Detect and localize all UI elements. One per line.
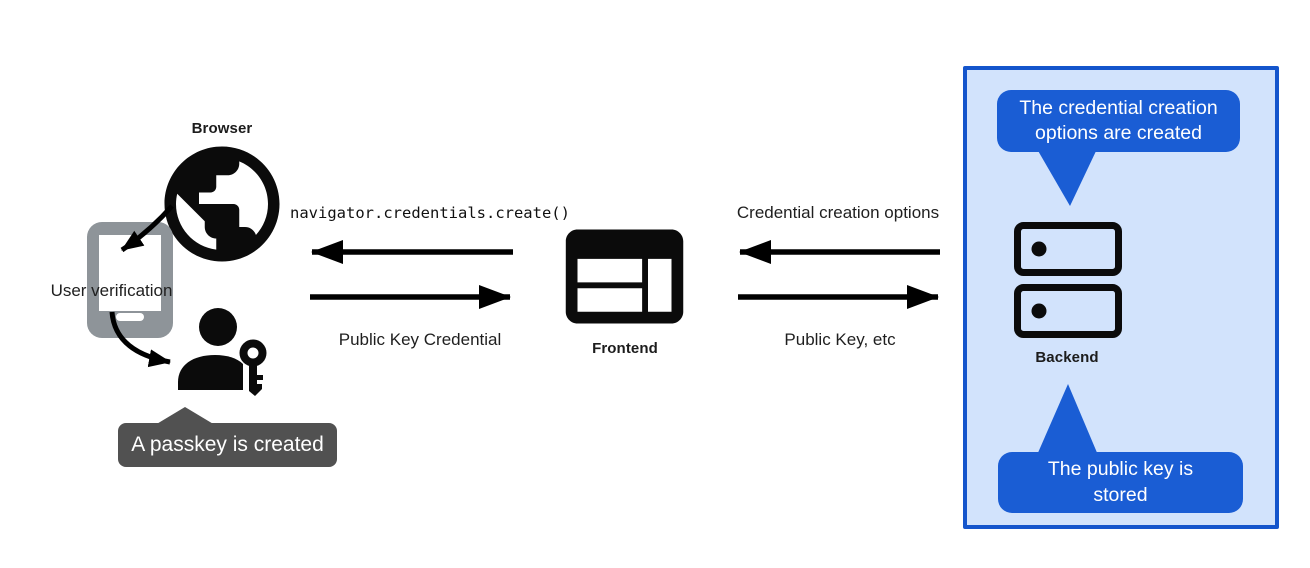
credential-creation-options-label: Credential creation options xyxy=(736,203,940,222)
bubble-public-key-stored: The public key is stored xyxy=(998,452,1243,513)
frontend-label: Frontend xyxy=(592,340,658,357)
browser-globe-icon xyxy=(164,146,280,262)
frontend-window-icon xyxy=(565,229,684,324)
public-key-etc-label: Public Key, etc xyxy=(784,330,896,349)
create-call-label: navigator.credentials.create() xyxy=(290,204,570,222)
user-verification-label: User verification xyxy=(50,281,173,300)
bubble-credential-options-created: The credential creation options are crea… xyxy=(997,90,1240,152)
bubble-top-line-1: The credential creation xyxy=(1019,96,1218,119)
browser-label: Browser xyxy=(191,120,253,137)
passkey-tooltip-text: A passkey is created xyxy=(131,433,324,456)
backend-server-icon xyxy=(1014,222,1122,338)
phone-icon xyxy=(87,222,173,338)
backend-label: Backend xyxy=(1035,349,1099,366)
public-key-credential-label: Public Key Credential xyxy=(338,330,502,349)
bubble-bottom-line-1: The public key is xyxy=(1047,458,1194,481)
bubble-bottom-line-2: stored xyxy=(1093,483,1148,506)
passkey-tooltip: A passkey is created xyxy=(118,423,337,467)
person-key-icon xyxy=(178,308,267,396)
bubble-top-line-2: options are created xyxy=(1035,122,1202,144)
